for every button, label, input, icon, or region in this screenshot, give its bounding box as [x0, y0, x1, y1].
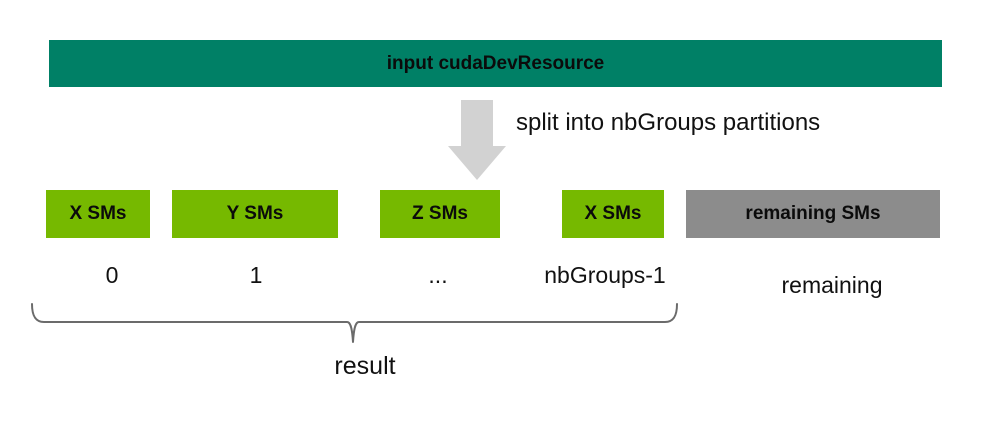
- partition-index-2: ...: [428, 262, 448, 288]
- result-brace-label: result: [334, 352, 396, 380]
- partition-index-remaining: remaining: [781, 272, 883, 298]
- partition-box-2-label: Z SMs: [412, 203, 468, 224]
- partition-box-3: X SMs: [562, 190, 664, 238]
- result-brace: [31, 303, 678, 343]
- input-resource-label: input cudaDevResource: [386, 52, 605, 74]
- input-resource-bar: input cudaDevResource: [49, 40, 942, 87]
- split-annotation: split into nbGroups partitions: [516, 109, 821, 136]
- result-brace-path: [31, 303, 678, 343]
- partition-box-0: X SMs: [46, 190, 150, 238]
- partition-box-1: Y SMs: [172, 190, 338, 238]
- partition-index-3: nbGroups-1: [544, 262, 666, 288]
- partition-box-3-label: X SMs: [584, 203, 642, 224]
- partition-box-2: Z SMs: [380, 190, 500, 238]
- partition-box-0-label: X SMs: [69, 203, 127, 224]
- down-arrow-icon: [448, 100, 506, 180]
- partition-box-1-label: Y SMs: [226, 203, 284, 224]
- partition-index-0: 0: [105, 262, 119, 288]
- partition-index-1: 1: [249, 262, 263, 288]
- partition-box-remaining: remaining SMs: [686, 190, 940, 238]
- down-arrow-shape: [448, 100, 506, 180]
- partition-box-remaining-label: remaining SMs: [745, 203, 881, 224]
